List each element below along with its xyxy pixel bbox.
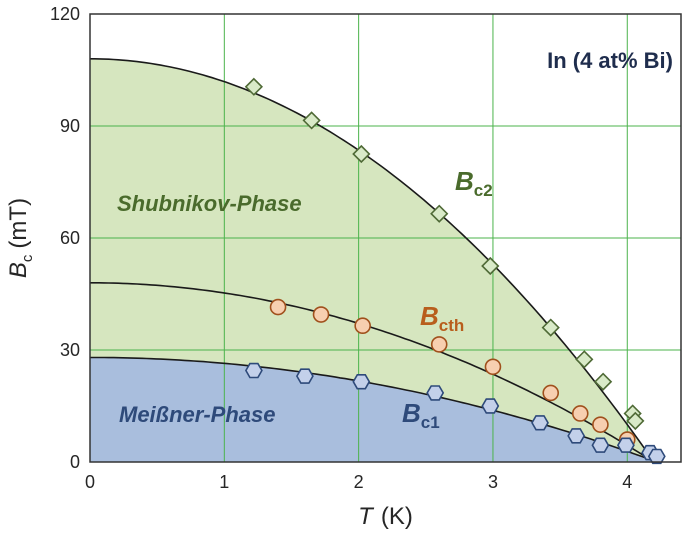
- x-axis-symbol: T: [358, 503, 375, 530]
- series-label-bc2-main: B: [455, 166, 474, 196]
- point-bc2-0: [244, 77, 263, 96]
- x-tick-label-4: 4: [622, 472, 632, 492]
- point-bc2-4: [481, 256, 500, 276]
- series-label-bc2-sub: c2: [474, 181, 493, 200]
- point-bc1-0: [244, 362, 263, 379]
- chart-title: In (4 at% Bi): [547, 48, 673, 73]
- point-bcth-7: [592, 416, 609, 433]
- series-label-bc1-sub: c1: [421, 413, 440, 432]
- point-bc2-9: [626, 411, 645, 431]
- point-bc2-7: [593, 372, 613, 391]
- point-bcth-4: [484, 358, 502, 376]
- plot-frame: [89, 13, 682, 463]
- point-bc1-6: [567, 428, 586, 444]
- series-label-bc1: Bc1: [402, 398, 440, 432]
- point-bcth-0: [269, 298, 287, 316]
- phase-regions: [90, 58, 657, 463]
- point-bc1-7: [591, 437, 610, 453]
- data-markers: [244, 77, 666, 465]
- x-tick-label-2: 2: [354, 472, 364, 492]
- x-tick-label-1: 1: [219, 472, 229, 492]
- point-bcth-2: [354, 317, 371, 335]
- point-bc1-1: [295, 368, 314, 384]
- shubnikov-phase-label: Shubnikov-Phase: [117, 191, 302, 216]
- series-label-bcth-sub: cth: [439, 316, 465, 335]
- curve-bc1: [90, 356, 658, 463]
- region-meissner: [90, 357, 657, 462]
- point-bc1-8: [616, 437, 635, 453]
- point-bcth-1: [312, 306, 330, 323]
- point-bc2-6: [575, 350, 594, 369]
- y-tick-label-90: 90: [60, 116, 80, 136]
- region-shubnikov: [90, 58, 655, 463]
- series-label-bc2: Bc2: [455, 166, 493, 200]
- x-tick-label-3: 3: [488, 472, 498, 492]
- y-axis-subscript: c: [19, 254, 36, 262]
- curve-bcth: [90, 282, 655, 463]
- series-label-bcth-main: B: [420, 301, 439, 331]
- curve-bc2: [90, 58, 655, 463]
- series-label-bcth: Bcth: [420, 301, 464, 335]
- x-axis-unit: (K): [381, 503, 413, 530]
- point-bc1-10: [647, 448, 666, 465]
- y-axis-symbol: B: [5, 262, 32, 278]
- x-axis-title: T(K): [358, 503, 413, 530]
- y-tick-label-30: 30: [60, 340, 80, 360]
- point-bc1-3: [426, 385, 445, 401]
- point-bc1-4: [481, 398, 500, 414]
- series-label-bc1-main: B: [402, 398, 421, 428]
- point-bcth-6: [571, 405, 589, 422]
- y-tick-label-120: 120: [50, 4, 80, 24]
- fit-curves: [90, 58, 658, 463]
- point-bc2-3: [430, 204, 449, 223]
- y-axis-unit: (mT): [5, 198, 32, 249]
- point-bcth-3: [430, 336, 448, 353]
- point-bc1-2: [352, 373, 371, 390]
- point-bc2-5: [541, 318, 560, 337]
- x-tick-label-0: 0: [85, 472, 95, 492]
- point-bc1-5: [531, 415, 549, 431]
- y-axis-title: Bc (mT): [5, 198, 36, 278]
- tick-labels: 0 1 2 3 4 0 30 60 90 120: [50, 4, 632, 492]
- point-bc2-2: [352, 144, 371, 164]
- y-tick-label-0: 0: [70, 452, 80, 472]
- meissner-phase-label: Meißner-Phase: [119, 402, 276, 427]
- y-tick-label-60: 60: [60, 228, 80, 248]
- point-bcth-5: [542, 384, 560, 402]
- point-bc2-1: [302, 111, 321, 130]
